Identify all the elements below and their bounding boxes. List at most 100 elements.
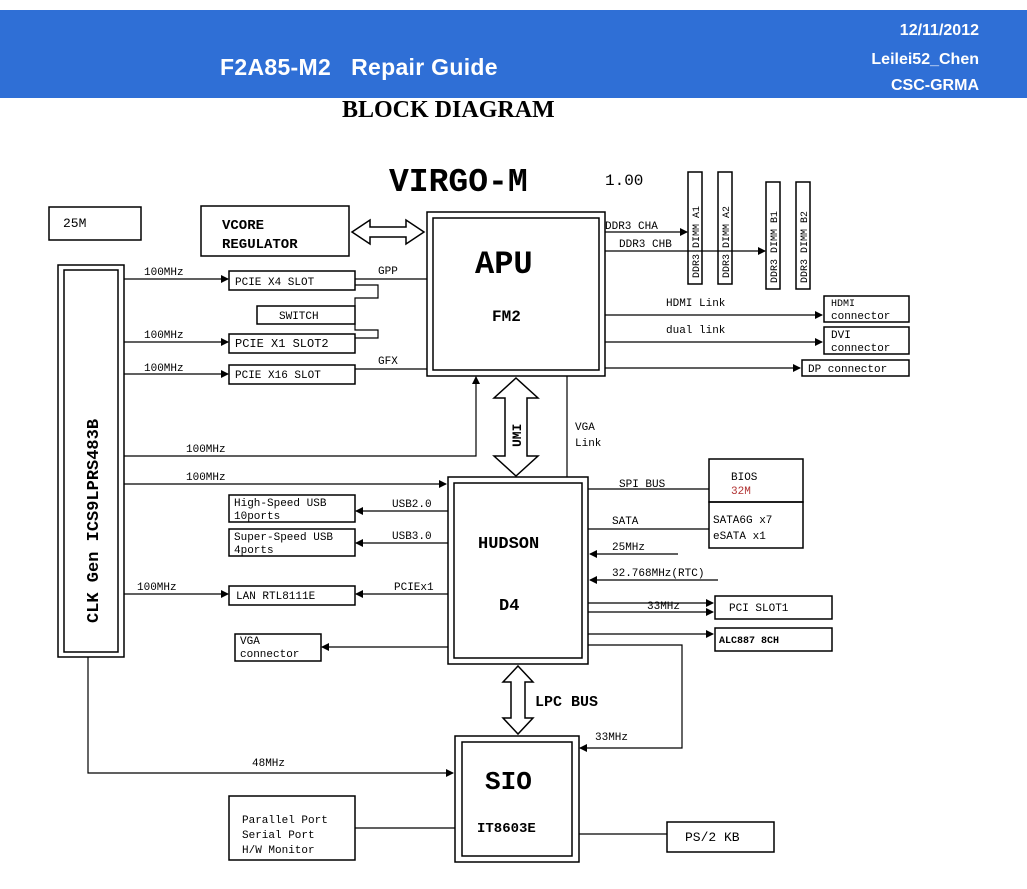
umi-arrow <box>492 376 540 478</box>
hudson-outer <box>447 476 589 665</box>
document-org: CSC-GRMA <box>891 77 979 94</box>
vga-connector-label-1: VGA <box>240 636 260 648</box>
freq-100-x4: 100MHz <box>144 267 184 279</box>
sata-label: SATA <box>612 516 639 528</box>
io-block-label-3: H/W Monitor <box>242 845 315 857</box>
crystal-25m-box <box>48 206 142 241</box>
pcie-x1-label: PCIE X1 SLOT2 <box>235 337 329 351</box>
pcie-x1-slot-box <box>228 333 356 354</box>
vga-link-label-2: Link <box>575 438 602 450</box>
sio-inner <box>461 741 573 857</box>
dimm-a2-box <box>717 171 733 285</box>
dimm-a1-box <box>687 171 703 285</box>
usb-ss-label-2: 4ports <box>234 545 274 557</box>
clk-to-sio-line <box>87 657 454 777</box>
dimm-a1-label: DDR3 DIMM A1 <box>692 206 703 278</box>
sata-ports-label-2: eSATA x1 <box>713 531 766 543</box>
switch-loop-top <box>354 284 379 306</box>
hdmi-link-label: HDMI Link <box>666 298 726 310</box>
pcie-x16-label: PCIE X16 SLOT <box>235 370 321 382</box>
ddr3-chb-label: DDR3 CHB <box>619 239 672 251</box>
dimm-b1-box <box>765 181 781 290</box>
dual-link-label: dual link <box>666 325 726 337</box>
dimm-b2-label: DDR3 DIMM B2 <box>800 211 811 283</box>
document-title: F2A85-M2 Repair Guide <box>220 54 498 80</box>
pcie-x4-label: PCIE X4 SLOT <box>235 277 315 289</box>
pcie-x4-slot-box <box>228 270 356 291</box>
bios-label: BIOS <box>731 472 758 484</box>
lpc-bus-arrow <box>501 664 535 736</box>
pciex1-label: PCIEx1 <box>394 582 434 594</box>
hudson-sub: D4 <box>499 597 519 616</box>
usb-ss-label-1: Super-Speed USB <box>234 532 333 544</box>
clkgen-label: CLK Gen ICS9LPRS483B <box>85 419 104 623</box>
clk-33mhz-sio-line <box>579 644 683 752</box>
apu-sub: FM2 <box>492 308 521 326</box>
lpc-bus-label: LPC BUS <box>535 694 598 711</box>
hdmi-connector-box <box>823 295 910 323</box>
freq-100-hudson: 100MHz <box>186 472 226 484</box>
ddr3-cha-label: DDR3 CHA <box>605 221 658 233</box>
sio-sub: IT8603E <box>477 821 536 837</box>
bios-size-label: 32M <box>731 486 751 498</box>
freq-33mhz-sio-label: 33MHz <box>595 732 628 744</box>
vcore-apu-arrow <box>350 218 426 246</box>
sio-title: SIO <box>485 767 532 797</box>
vcore-label-2: REGULATOR <box>222 237 298 253</box>
spi-bus-label: SPI BUS <box>619 479 666 491</box>
apu-inner <box>432 217 600 371</box>
freq-100-lan: 100MHz <box>137 582 177 594</box>
gpp-label: GPP <box>378 266 398 278</box>
vga-link-label-1: VGA <box>575 422 595 434</box>
switch-label: SWITCH <box>279 311 319 323</box>
sata-ports-box <box>708 501 804 549</box>
pci-slot-label: PCI SLOT1 <box>729 603 789 615</box>
ps2-kb-label: PS/2 KB <box>685 830 740 845</box>
freq-25mhz-label: 25MHz <box>612 542 645 554</box>
usb3-label: USB3.0 <box>392 531 432 543</box>
hudson-title: HUDSON <box>478 535 539 554</box>
pci-slot-box <box>714 595 833 620</box>
dp-connector-box <box>801 359 910 377</box>
io-block-label-2: Serial Port <box>242 830 315 842</box>
apu-outer <box>426 211 606 377</box>
apu-title: APU <box>475 246 533 283</box>
dp-connector-label: DP connector <box>808 364 887 376</box>
hdmi-connector-label-2: connector <box>831 311 890 323</box>
document-author: Leilei52_Chen <box>871 51 979 68</box>
board-name: VIRGO-M <box>389 164 528 201</box>
crystal-label: 25M <box>63 216 86 231</box>
document-date: 12/11/2012 <box>899 22 979 39</box>
hudson-inner <box>453 482 583 659</box>
dimm-a2-label: DDR3 DIMM A2 <box>722 206 733 278</box>
gfx-label: GFX <box>378 356 398 368</box>
vga-connector-label-2: connector <box>240 649 299 661</box>
dimm-b2-box <box>795 181 811 290</box>
board-version: 1.00 <box>605 172 643 190</box>
dimm-b1-label: DDR3 DIMM B1 <box>770 211 781 283</box>
freq-33mhz-pci-label: 33MHz <box>647 601 680 613</box>
freq-100-x16: 100MHz <box>144 363 184 375</box>
dvi-connector-label-2: connector <box>831 343 890 355</box>
freq-100-apu: 100MHz <box>186 444 226 456</box>
hdmi-connector-label-1: HDMI <box>831 299 855 310</box>
freq-rtc-label: 32.768MHz(RTC) <box>612 568 704 580</box>
page-title: BLOCK DIAGRAM <box>342 97 555 123</box>
switch-loop-bottom <box>354 324 379 339</box>
clk-to-apu-line <box>124 376 480 457</box>
pcie-x16-slot-box <box>228 364 356 385</box>
clock-generator-outer <box>57 264 125 658</box>
vcore-label-1: VCORE <box>222 218 264 234</box>
usb2-label: USB2.0 <box>392 499 432 511</box>
lan-label: LAN RTL8111E <box>236 591 316 603</box>
alc-box <box>714 627 833 652</box>
switch-box <box>256 305 356 325</box>
ps2-kb-box <box>666 821 775 853</box>
freq-100-x1: 100MHz <box>144 330 184 342</box>
dvi-connector-label-1: DVI <box>831 330 851 342</box>
vcore-regulator-box <box>200 205 350 257</box>
io-block-label-1: Parallel Port <box>242 815 328 827</box>
freq-48mhz-label: 48MHz <box>252 758 285 770</box>
sio-outer <box>454 735 580 863</box>
